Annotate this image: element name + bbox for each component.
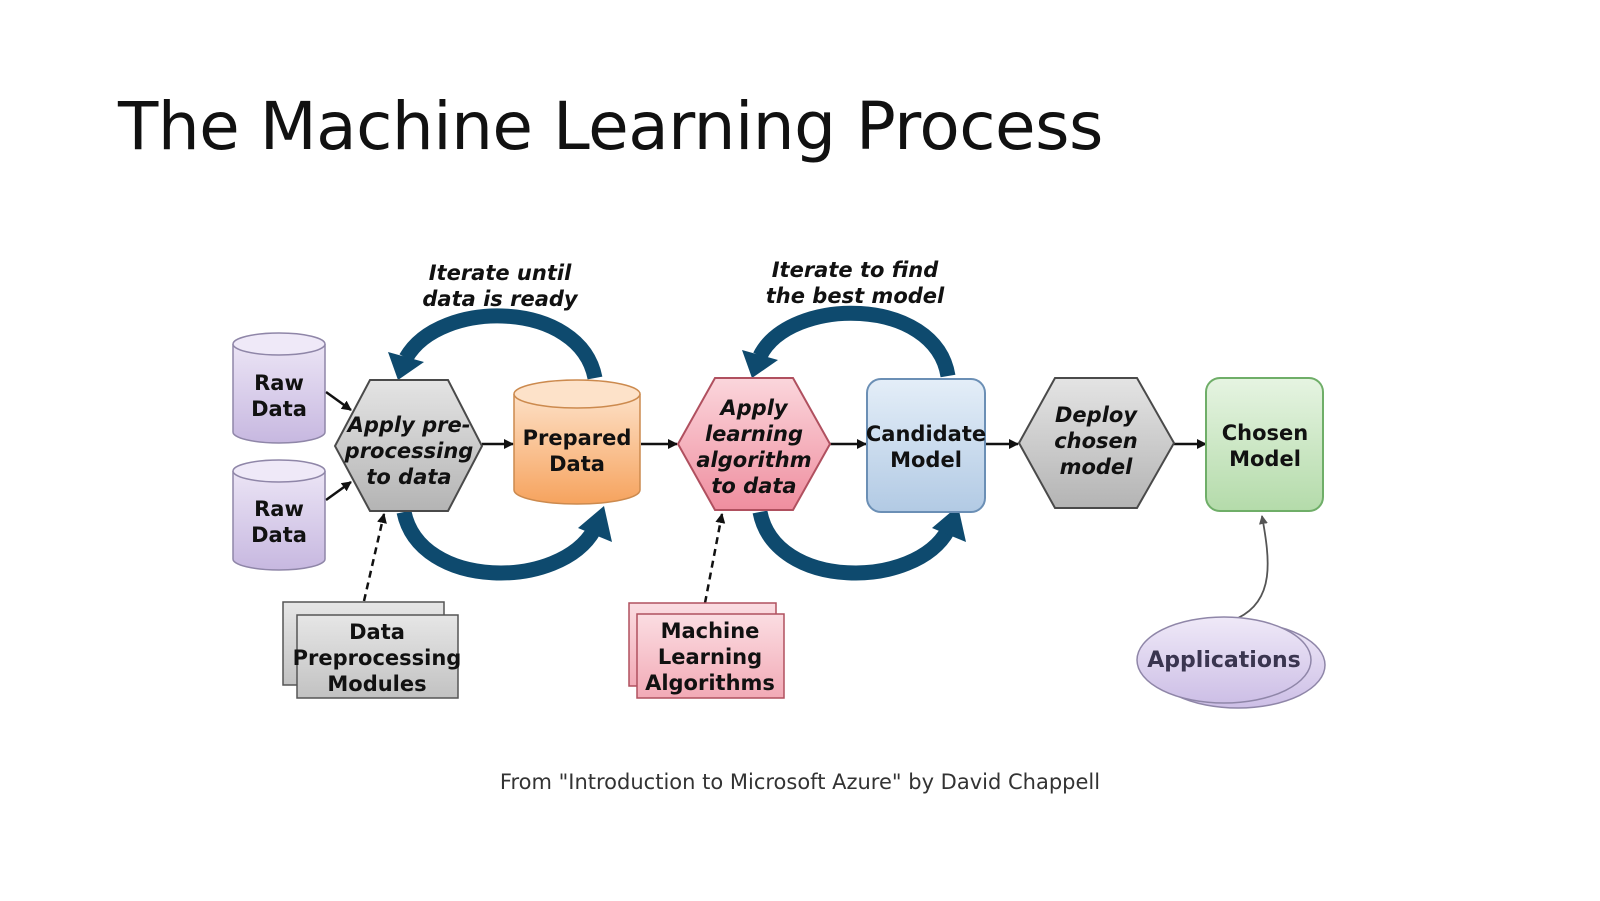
applications-stack: Applications bbox=[1136, 616, 1326, 709]
preprocessing-modules-stack: Data Preprocessing Modules bbox=[282, 601, 462, 699]
dashed-arrow-algorithms-to-apply bbox=[703, 513, 726, 604]
candidate-model-box: Candidate Model bbox=[866, 378, 986, 513]
ml-algorithms-line1: Machine bbox=[661, 619, 760, 643]
raw-data-2-line1: Raw bbox=[254, 497, 304, 521]
candidate-model-line2: Model bbox=[890, 448, 962, 472]
apply-algorithm-hexagon: Apply learning algorithm to data bbox=[676, 377, 832, 511]
raw-data-cylinder-1: Raw Data bbox=[232, 332, 326, 444]
slide-title: The Machine Learning Process bbox=[118, 88, 1103, 165]
arrow-raw1-to-preprocess bbox=[325, 390, 352, 412]
arrow-raw2-to-preprocess bbox=[325, 480, 352, 502]
ml-algorithms-line2: Learning bbox=[658, 645, 762, 669]
chosen-model-line1: Chosen bbox=[1222, 421, 1308, 445]
preprocess-line2: processing bbox=[344, 439, 474, 463]
loop-arrowhead-top-left bbox=[388, 352, 424, 380]
apply-algorithm-line3: algorithm bbox=[696, 448, 811, 472]
preprocess-line3: to data bbox=[366, 465, 451, 489]
ml-algorithms-line3: Algorithms bbox=[645, 671, 775, 695]
raw-data-2-line2: Data bbox=[251, 523, 307, 547]
loop-arrow-bottom-left bbox=[396, 509, 601, 581]
chosen-model-line2: Model bbox=[1229, 447, 1301, 471]
loop-label-model-line1: Iterate to find bbox=[772, 258, 939, 282]
preprocessing-modules-line1: Data bbox=[349, 620, 405, 644]
loop-arrow-top-left bbox=[399, 308, 603, 380]
loop-arrow-top-right bbox=[753, 305, 956, 378]
prepared-data-cylinder: Prepared Data bbox=[513, 379, 641, 505]
loop-arrowhead-bottom-right bbox=[932, 506, 966, 542]
loop-label-model-line2: the best model bbox=[766, 284, 945, 308]
preprocessing-modules-line3: Modules bbox=[327, 672, 426, 696]
preprocessing-modules-line2: Preprocessing bbox=[293, 646, 462, 670]
source-caption: From "Introduction to Microsoft Azure" b… bbox=[499, 770, 1101, 794]
chosen-model-box: Chosen Model bbox=[1205, 377, 1324, 512]
preprocess-hexagon: Apply pre- processing to data bbox=[333, 379, 484, 512]
prepared-data-line1: Prepared bbox=[523, 426, 632, 450]
loop-arrow-bottom-right bbox=[752, 510, 955, 581]
model-iteration-loop bbox=[742, 305, 966, 581]
deploy-line3: model bbox=[1060, 455, 1134, 479]
preprocess-line1: Apply pre- bbox=[346, 413, 471, 437]
prepared-data-line2: Data bbox=[549, 452, 605, 476]
deploy-line2: chosen bbox=[1054, 429, 1138, 453]
dashed-arrow-modules-to-preprocess bbox=[362, 513, 387, 602]
applications-label: Applications bbox=[1147, 648, 1300, 673]
ml-algorithms-stack: Machine Learning Algorithms bbox=[628, 602, 785, 699]
connector-arrows bbox=[325, 390, 1269, 619]
loop-label-data-line2: data is ready bbox=[422, 287, 579, 311]
raw-data-1-line2: Data bbox=[251, 397, 307, 421]
arrow-applications-to-chosen bbox=[1237, 515, 1269, 619]
deploy-hexagon: Deploy chosen model bbox=[1017, 377, 1176, 509]
apply-algorithm-line1: Apply bbox=[718, 396, 789, 420]
apply-algorithm-line2: learning bbox=[705, 422, 803, 446]
raw-data-1-line1: Raw bbox=[254, 371, 304, 395]
raw-data-cylinder-2: Raw Data bbox=[232, 459, 326, 571]
loop-arrowhead-top-right bbox=[742, 350, 778, 378]
loop-arrowhead-bottom-left bbox=[578, 506, 612, 542]
candidate-model-line1: Candidate bbox=[866, 422, 986, 446]
deploy-line1: Deploy bbox=[1055, 403, 1138, 427]
apply-algorithm-line4: to data bbox=[711, 474, 796, 498]
loop-label-data-line1: Iterate until bbox=[429, 261, 572, 285]
data-iteration-loop bbox=[388, 308, 612, 581]
